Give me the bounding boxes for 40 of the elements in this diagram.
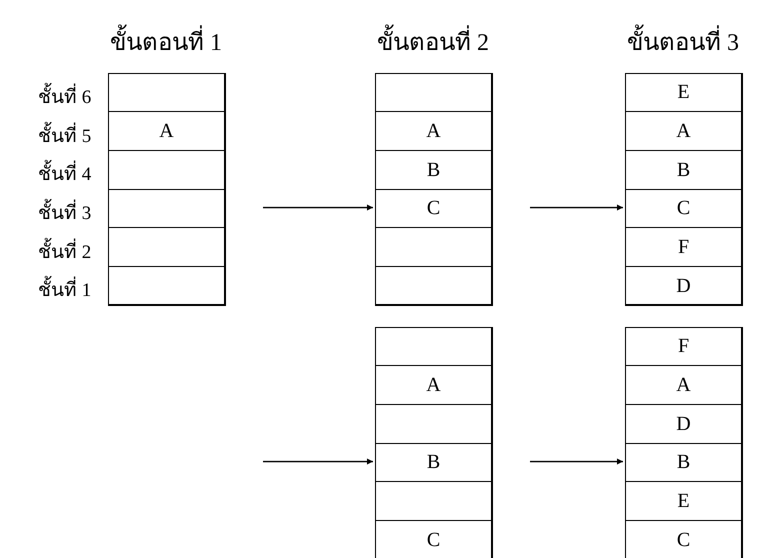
layer-letter: B: [676, 160, 690, 180]
step-heading: ขั้นตอนที่ 1: [110, 22, 222, 61]
layer-cell: [624, 266, 742, 306]
layer-letter: D: [676, 414, 691, 434]
layer-letter: F: [678, 237, 690, 258]
layer-label: ชั้นที่ 4: [38, 158, 92, 188]
layer-letter: E: [677, 491, 690, 512]
layer-label: ชั้นที่ 1: [38, 274, 92, 304]
layer-stack: [625, 73, 742, 305]
layer-letter: A: [426, 121, 441, 142]
layer-stack: [375, 327, 492, 558]
layer-letter: C: [676, 198, 690, 218]
layer-stack: [108, 73, 225, 305]
arrow: [263, 458, 373, 465]
layer-letter: A: [159, 121, 174, 142]
step-heading: ขั้นตอนที่ 2: [377, 22, 489, 61]
arrow: [530, 458, 623, 465]
layer-letter: F: [678, 336, 690, 356]
layer-cell: [108, 266, 226, 306]
layer-letter: D: [676, 276, 691, 296]
layer-stack: [375, 73, 492, 305]
arrow: [263, 204, 373, 211]
layer-letter: A: [676, 121, 691, 142]
step-heading: ขั้นตอนที่ 3: [627, 22, 739, 61]
layer-letter: A: [676, 375, 691, 396]
layer-label: ชั้นที่ 3: [38, 197, 92, 227]
layer-label: ชั้นที่ 2: [38, 236, 92, 266]
arrow: [530, 204, 623, 211]
layer-label: ชั้นที่ 6: [38, 81, 92, 111]
layer-letter: E: [677, 82, 690, 102]
layer-label: ชั้นที่ 5: [38, 120, 92, 150]
layer-letter: B: [676, 452, 690, 472]
layer-cell: [374, 266, 492, 306]
layer-letter: B: [426, 452, 440, 472]
layer-letter: C: [426, 198, 440, 218]
layer-letter: A: [426, 375, 441, 396]
layer-letter: B: [426, 160, 440, 180]
layer-letter: C: [426, 530, 440, 550]
layer-letter: C: [676, 530, 690, 550]
layer-stack: [625, 327, 742, 558]
